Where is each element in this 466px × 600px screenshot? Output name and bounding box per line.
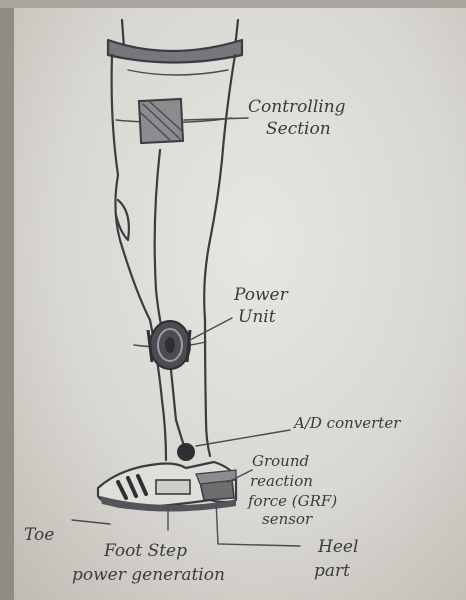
label-grf-3: force (GRF): [247, 492, 337, 510]
label-section: Section: [266, 119, 331, 139]
pylon: [155, 150, 186, 452]
ad-converter-node: [177, 443, 195, 461]
label-part: part: [314, 561, 350, 581]
label-footstep-2: power generation: [72, 565, 225, 585]
socket-band: [128, 70, 228, 75]
leg-outline-right: [204, 55, 235, 456]
footstep-plate: [156, 480, 190, 494]
power-unit-coil: [148, 321, 190, 369]
label-grf-2: reaction: [250, 472, 313, 490]
socket-rim: [108, 40, 242, 63]
label-heel: Heel: [317, 537, 358, 557]
label-grf-4: sensor: [262, 510, 313, 528]
label-unit: Unit: [238, 307, 276, 327]
label-grf-1: Ground: [252, 452, 309, 470]
label-controlling: Controlling: [248, 97, 346, 117]
label-ad-converter: A/D converter: [292, 414, 401, 432]
label-toe: Toe: [24, 525, 54, 545]
label-footstep-1: Foot Step: [103, 541, 187, 561]
socket-rods: [122, 20, 238, 48]
label-power: Power: [233, 285, 289, 305]
